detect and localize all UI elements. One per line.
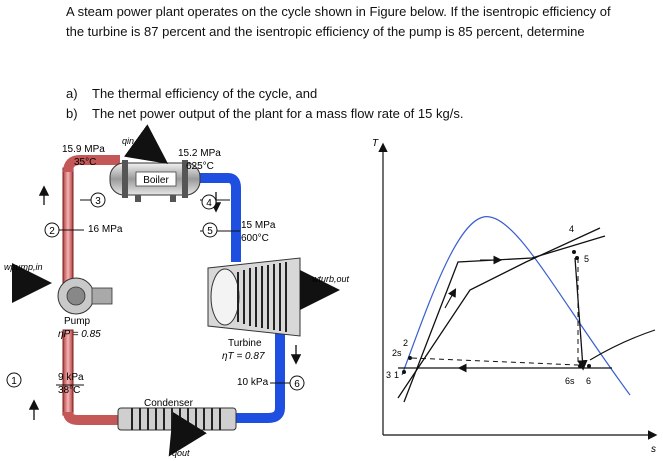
state-6-marker: 6 — [294, 379, 300, 390]
state2-pressure: 16 MPa — [88, 224, 123, 235]
pump — [57, 277, 113, 315]
part-b: b) The net power output of the plant for … — [66, 104, 463, 124]
turbine-blades — [237, 262, 287, 332]
state5-temperature: 600°C — [241, 233, 269, 244]
heat-in-arrow — [123, 124, 169, 164]
condenser-label: Condenser — [144, 398, 194, 409]
state-3-marker: 3 — [95, 196, 101, 207]
state4-temperature: 625°C — [186, 161, 214, 172]
problem-text: A steam power plant operates on the cycl… — [66, 4, 611, 39]
part-a-text: The thermal efficiency of the cycle, and — [92, 86, 318, 101]
state5-pressure: 15 MPa — [241, 220, 276, 231]
turbine-efficiency: ηT = 0.87 — [222, 351, 265, 362]
w-pump-label: wpump,in — [4, 262, 43, 272]
boiler-flange-left — [122, 160, 128, 198]
state3-pressure: 15.9 MPa — [62, 144, 105, 155]
turbine-label: Turbine — [228, 338, 262, 349]
heat-out-arrow — [168, 411, 207, 457]
state1-pressure: 9 kPa — [58, 372, 84, 383]
condenser — [117, 407, 237, 431]
part-b-label: b) — [66, 106, 78, 121]
turbine-inlet-face — [210, 268, 240, 326]
boiler-leg-left — [135, 195, 141, 202]
pipe-network — [62, 155, 285, 425]
q-out-label: qout — [172, 448, 190, 458]
state-5-marker: 5 — [207, 226, 213, 237]
q-in-label: qin — [122, 136, 134, 146]
problem-statement: A steam power plant operates on the cycl… — [66, 2, 626, 42]
condenser-shell — [117, 407, 237, 431]
pump-efficiency: ηP = 0.85 — [58, 329, 101, 340]
boiler-label: Boiler — [143, 175, 169, 186]
pipe-elbow-condenser-outlet — [63, 411, 118, 425]
part-a-label: a) — [66, 86, 78, 101]
turbine — [207, 257, 301, 337]
state-number-markers: 1 2 3 4 5 6 — [6, 192, 305, 391]
boiler: Boiler — [109, 160, 201, 202]
boiler-label-box — [135, 171, 177, 187]
pump-motor — [91, 287, 113, 305]
state4-pressure: 15.2 MPa — [178, 148, 221, 159]
state3-temperature: 35°C — [74, 157, 96, 168]
pipe-elbow-boiler-inlet — [63, 155, 120, 173]
part-b-text: The net power output of the plant for a … — [92, 106, 464, 121]
part-a: a) The thermal efficiency of the cycle, a… — [66, 84, 463, 104]
state6-pressure: 10 kPa — [237, 377, 269, 388]
w-turb-label: wturb,out — [312, 274, 350, 284]
pump-rotor — [66, 286, 86, 306]
pipe-steam-to-turbine — [195, 173, 241, 262]
state-4-marker: 4 — [206, 198, 212, 209]
pump-label: Pump — [64, 316, 91, 327]
state-2-marker: 2 — [49, 226, 55, 237]
state-1-marker: 1 — [11, 376, 17, 387]
pipe-turbine-to-condenser — [235, 330, 285, 423]
boiler-flange-right — [182, 160, 188, 198]
boiler-leg-right — [170, 195, 176, 202]
state1-temperature: 38°C — [58, 385, 80, 396]
question-parts: a) The thermal efficiency of the cycle, a… — [66, 84, 463, 124]
